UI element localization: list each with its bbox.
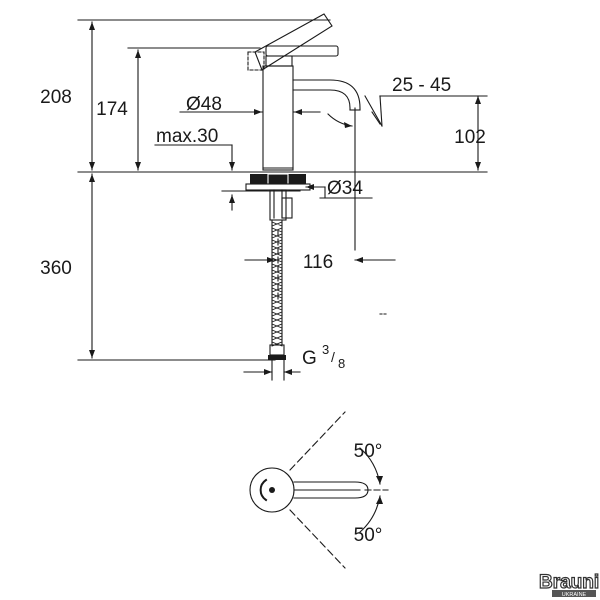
- flexible-hose: [268, 219, 286, 360]
- label-thread-numerator: 3: [322, 342, 329, 357]
- label-connection-thread: G: [302, 348, 317, 369]
- dimension-thread: [243, 359, 301, 381]
- mounting-assembly: [245, 173, 311, 221]
- dimension-diameter-34: [305, 184, 373, 199]
- dimension-208: [89, 21, 95, 171]
- brand-logo-text: Brauni: [539, 572, 599, 593]
- label-rotation-left: 50°: [354, 441, 383, 462]
- label-deck-thickness: max.30: [156, 126, 218, 147]
- label-body-diameter: Ø48: [186, 94, 222, 115]
- dimension-116: [244, 229, 396, 301]
- dimension-max-30: [154, 144, 301, 211]
- label-aerator-offset: 25 - 45: [392, 75, 451, 96]
- faucet-body: [247, 13, 361, 171]
- aerator-angle-indicator: [327, 95, 471, 251]
- label-outlet-height: 102: [454, 127, 486, 148]
- label-spout-reach: 116: [303, 252, 333, 273]
- dimension-360: [89, 173, 95, 359]
- dimension-diameter-48: [179, 109, 321, 115]
- label-thread-denominator: 8: [338, 356, 345, 371]
- brand-sub-text: UKRAINE: [562, 592, 587, 598]
- label-thread-slash: /: [331, 349, 335, 365]
- top-view: [249, 411, 389, 569]
- label-hose-length: 360: [40, 258, 72, 279]
- dimension-174: [135, 49, 141, 171]
- brand-watermark: Brauni UKRAINE: [538, 571, 599, 598]
- label-total-height: 208: [40, 87, 72, 108]
- label-spout-height: 174: [96, 99, 128, 120]
- label-rotation-right: 50°: [354, 525, 383, 546]
- label-hole-diameter: Ø34: [327, 178, 363, 199]
